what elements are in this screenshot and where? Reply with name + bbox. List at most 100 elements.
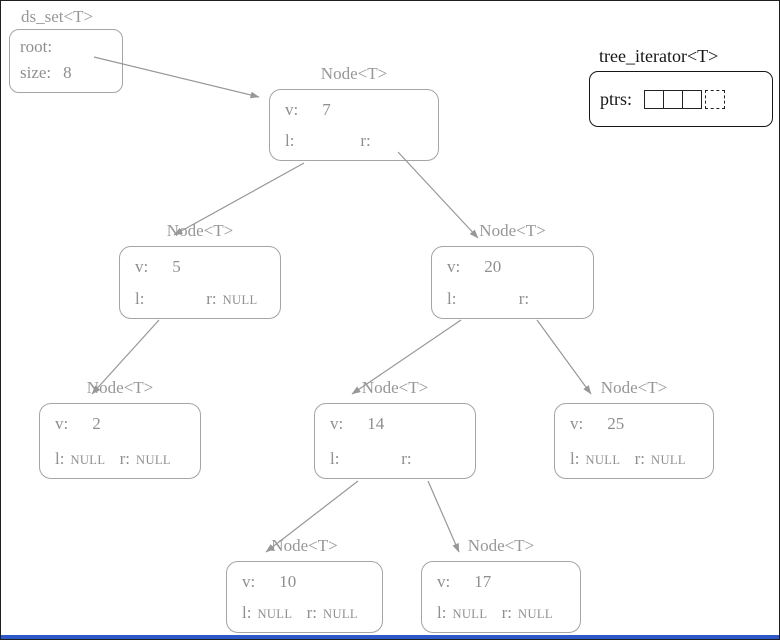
l-value: NULL	[585, 453, 621, 467]
ptr-cell	[644, 89, 665, 109]
v-label: v:	[330, 414, 344, 433]
v-label: v:	[437, 572, 451, 591]
r-label: r:	[401, 449, 412, 468]
value-field: v: 2	[55, 414, 101, 434]
pointer-fields: l: NULL r: NULL	[242, 603, 374, 623]
node-type-label: Node<T>	[166, 221, 234, 240]
v-label: v:	[285, 100, 299, 119]
v-label: v:	[135, 257, 149, 276]
l-label: l:	[242, 603, 252, 622]
node-box: v: 20 l: r:	[431, 246, 594, 319]
r-label: r:	[634, 449, 646, 468]
value-field: v: 17	[437, 572, 491, 592]
v-value: 17	[474, 572, 492, 591]
node-type-label: Node<T>	[361, 378, 429, 397]
node-box: v: 5 l: r:NULL	[119, 246, 281, 319]
tree-node-10: Node<T> v: 10 l: NULL r: NULL	[226, 535, 383, 633]
pointer-fields: l:NULL r: NULL	[55, 449, 192, 469]
v-value: 25	[607, 414, 625, 433]
left-pointer: l: NULL	[570, 449, 620, 469]
r-value: NULL	[222, 293, 258, 307]
v-value: 10	[279, 572, 297, 591]
ptr-cell	[663, 89, 684, 109]
r-label: r:	[360, 131, 371, 150]
ds-set-title: ds_set<T>	[21, 7, 94, 26]
size-value: 8	[63, 63, 72, 82]
l-value: NULL	[257, 607, 293, 621]
l-label: l:	[570, 449, 580, 468]
pointer-fields: l: NULL r: NULL	[570, 449, 705, 469]
tree-node-20: Node<T> v: 20 l: r:	[431, 220, 594, 319]
v-label: v:	[570, 414, 584, 433]
tree-node-7: Node<T> v: 7 l: r:	[269, 63, 439, 161]
r-label: r:	[501, 603, 513, 622]
right-pointer: r:	[519, 289, 535, 309]
node-type-label: Node<T>	[271, 536, 338, 555]
value-field: v: 25	[570, 414, 624, 434]
value-field: v: 14	[330, 414, 384, 434]
v-value: 20	[484, 257, 502, 276]
right-pointer: r:NULL	[206, 289, 257, 309]
v-value: 2	[92, 414, 101, 433]
l-label: l:	[285, 131, 295, 150]
tree-node-2: Node<T> v: 2 l:NULL r: NULL	[39, 377, 201, 479]
v-value: 5	[172, 257, 181, 276]
right-pointer: r:NULL	[502, 603, 553, 623]
r-value: NULL	[651, 453, 686, 467]
node-type-label: Node<T>	[86, 378, 154, 397]
node-type-label: Node<T>	[320, 64, 388, 83]
v-label: v:	[55, 414, 69, 433]
pointer-fields: l: NULL r:NULL	[437, 603, 572, 623]
node-box: v: 2 l:NULL r: NULL	[39, 403, 201, 479]
value-field: v: 5	[135, 257, 181, 277]
left-pointer: l:NULL	[55, 449, 105, 469]
l-label: l:	[447, 289, 457, 308]
window-bottom-edge	[1, 635, 779, 639]
l-label: l:	[437, 603, 447, 622]
node-box: v: 10 l: NULL r: NULL	[226, 561, 383, 633]
pointer-fields: l: r:	[447, 289, 585, 309]
left-pointer: l: NULL	[242, 603, 292, 623]
node-box: v:14 l: r:	[314, 403, 476, 479]
tree-node-17: Node<T> v: 17 l: NULL r:NULL	[421, 535, 581, 633]
ptrs-cells	[644, 89, 726, 109]
right-pointer: r: NULL	[120, 449, 171, 469]
tree-node-5: Node<T> v: 5 l: r:NULL	[119, 220, 281, 319]
node-type-label: Node<T>	[600, 378, 668, 397]
left-pointer: l:	[285, 131, 300, 151]
value-field: v: 10	[242, 572, 296, 592]
value-field: v: 20	[447, 257, 501, 277]
ds-set-variable: ds_set<T> root: size: 8	[9, 7, 123, 93]
node-type-label: Node<T>	[479, 221, 546, 240]
ptrs-label: ptrs:	[600, 88, 633, 109]
l-value: NULL	[452, 607, 488, 621]
node-type-label: Node<T>	[467, 536, 535, 555]
l-label: l:	[55, 449, 65, 468]
size-field: size: 8	[20, 60, 122, 86]
pointer-fields: l: r:	[285, 131, 430, 151]
r-label: r:	[306, 603, 318, 622]
left-pointer: l:	[447, 289, 462, 309]
root-field: root:	[20, 34, 122, 60]
left-pointer: l:	[135, 289, 150, 309]
r-value: NULL	[136, 453, 171, 467]
node-box: v: 17 l: NULL r:NULL	[421, 561, 581, 633]
v-value: 14	[367, 414, 385, 433]
r-value: NULL	[323, 607, 358, 621]
r-label: r:	[119, 449, 131, 468]
size-label: size:	[20, 63, 52, 82]
right-pointer: r:	[401, 449, 417, 469]
ds-set-box: root: size: 8	[9, 29, 123, 93]
tree-iterator: tree_iterator<T> ptrs:	[589, 45, 773, 127]
v-label: v:	[242, 572, 256, 591]
node-box: v: 25 l: NULL r: NULL	[554, 403, 714, 479]
tree-node-25: Node<T> v: 25 l: NULL r: NULL	[554, 377, 714, 479]
v-label: v:	[447, 257, 461, 276]
left-pointer: l: NULL	[437, 603, 487, 623]
right-pointer: r:	[360, 131, 376, 151]
right-pointer: r: NULL	[635, 449, 686, 469]
r-label: r:	[518, 289, 530, 308]
tree-iterator-box: ptrs:	[589, 71, 773, 127]
v-value: 7	[322, 100, 331, 119]
